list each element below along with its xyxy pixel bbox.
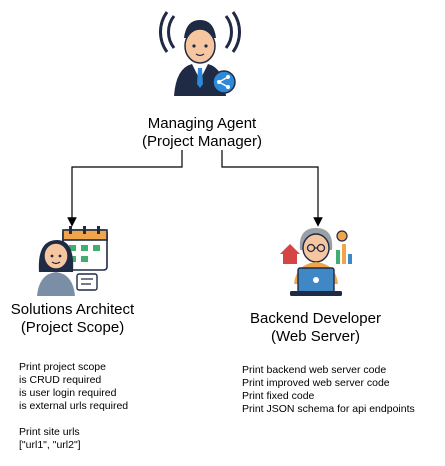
- developer-note-line: Print fixed code: [242, 390, 315, 402]
- architect-note-line: Print project scope: [19, 361, 106, 373]
- architect-note-line: ["url1", "url2"]: [19, 439, 81, 451]
- architect-note-line: Print site urls: [19, 426, 80, 438]
- manager-title: Managing Agent: [147, 115, 257, 132]
- manager-node-label: Managing Agent (Project Manager): [102, 115, 302, 151]
- developer-subtitle: (Web Server): [271, 328, 360, 345]
- architect-node-label: Solutions Architect (Project Scope): [0, 301, 145, 337]
- architect-note-line: is CRUD required: [19, 374, 102, 386]
- developer-laptop-icon: [280, 228, 352, 296]
- architect-calendar-icon: [37, 226, 108, 296]
- architect-title: Solutions Architect: [10, 301, 135, 318]
- manager-subtitle: (Project Manager): [141, 133, 263, 150]
- developer-note-line: Print backend web server code: [242, 364, 387, 376]
- edge-manager-to-developer: [221, 150, 323, 227]
- architect-subtitle: (Project Scope): [20, 319, 125, 336]
- edge-manager-to-architect: [67, 150, 183, 227]
- manager-broadcast-share-icon: [159, 11, 241, 96]
- architect-note-line: is external urls required: [19, 400, 129, 412]
- developer-note-line: Print improved web server code: [242, 377, 390, 389]
- architect-note-line: [19, 413, 128, 426]
- architect-note-line: is user login required: [19, 387, 117, 399]
- developer-note-line: Print JSON schema for api endpoints: [242, 403, 415, 415]
- developer-node-label: Backend Developer (Web Server): [228, 310, 403, 346]
- developer-title: Backend Developer: [250, 310, 381, 327]
